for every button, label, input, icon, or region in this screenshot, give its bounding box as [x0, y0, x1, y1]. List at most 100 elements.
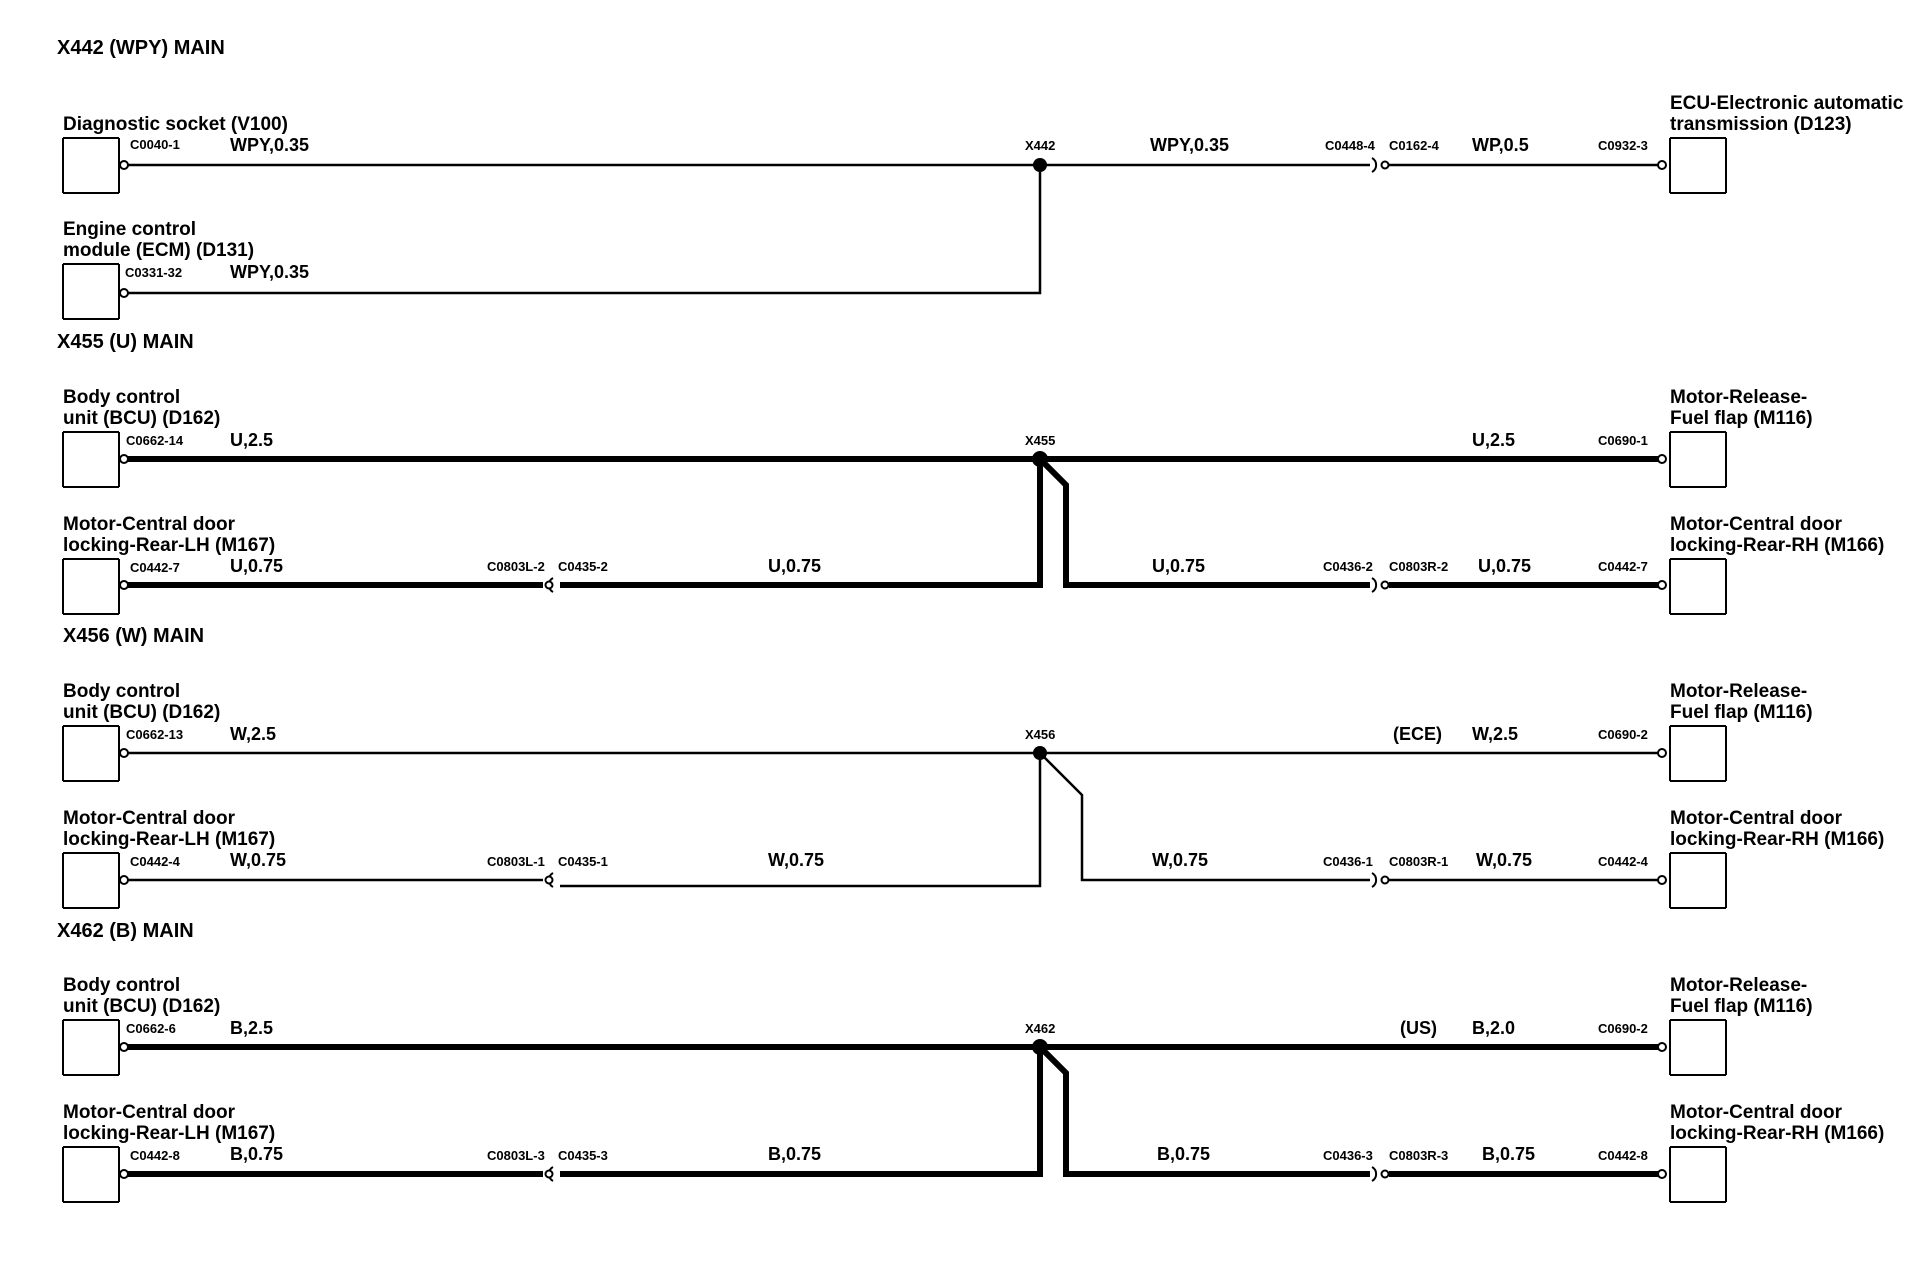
inline-connector-pin: [1380, 580, 1390, 590]
component-label: Motor-Central door: [1670, 514, 1843, 535]
component-label: Motor-Central door: [63, 514, 236, 535]
inline-connector-label: C0162-4: [1389, 138, 1440, 153]
connector-pin: [1657, 1042, 1667, 1052]
inline-connector-label: C0448-4: [1325, 138, 1376, 153]
component-label: Motor-Release-: [1670, 387, 1807, 408]
wire-label: U,2.5: [1472, 430, 1515, 450]
section-x456: X456 (W) MAIN Body control unit (BCU) (D…: [62, 625, 1884, 909]
wire-label: U,0.75: [230, 556, 283, 576]
wire: [560, 753, 1042, 888]
component-label: Fuel flap (M116): [1670, 996, 1813, 1017]
connector-pin: [1657, 160, 1667, 170]
connector-pin: [119, 748, 129, 758]
wire-label: U,0.75: [768, 556, 821, 576]
connector-pin: [119, 454, 129, 464]
inline-connector-pin: [1380, 160, 1390, 170]
inline-connector-label: C0436-1: [1323, 854, 1373, 869]
component-label: Engine control: [63, 219, 196, 240]
component-label: Fuel flap (M116): [1670, 702, 1813, 723]
wire-label: W,0.75: [230, 850, 286, 870]
component-label: unit (BCU) (D162): [63, 702, 220, 723]
inline-connector-pin: [544, 580, 554, 590]
component-label: Diagnostic socket (V100): [63, 114, 288, 135]
component-box: [62, 1146, 120, 1203]
wire-label: U,0.75: [1152, 556, 1205, 576]
splice-label: X456: [1025, 727, 1055, 742]
inline-connector-label: C0435-2: [558, 559, 608, 574]
inline-connector-pin: [544, 875, 554, 885]
component-label: Motor-Central door: [63, 1102, 236, 1123]
connector-pin: [1657, 875, 1667, 885]
connector-pin: [1657, 580, 1667, 590]
inline-connector-label: C0435-1: [558, 854, 608, 869]
wire-label: WPY,0.35: [230, 135, 309, 155]
component-box: [62, 725, 120, 782]
wire: [128, 165, 1042, 295]
section-title: X462 (B) MAIN: [57, 920, 194, 942]
component-label: locking-Rear-LH (M167): [63, 1123, 275, 1144]
pin-label: C0662-14: [126, 433, 184, 448]
component-box: [1669, 1019, 1727, 1076]
component-box: [62, 1019, 120, 1076]
component-box: [1669, 725, 1727, 782]
connector-pin: [119, 875, 129, 885]
inline-connector-label: C0436-2: [1323, 559, 1373, 574]
inline-connector: [1371, 157, 1378, 173]
inline-connector: [1371, 872, 1378, 888]
pin-label: C0690-2: [1598, 727, 1648, 742]
component-box: [62, 431, 120, 488]
component-box: [62, 137, 120, 194]
pin-label: C0331-32: [125, 265, 182, 280]
component-box: [1669, 431, 1727, 488]
inline-connector-pin: [544, 1169, 554, 1179]
section-title: X456 (W) MAIN: [63, 625, 204, 647]
pin-label: C0442-8: [130, 1148, 180, 1163]
wire: [1037, 1044, 1370, 1177]
inline-connector-label: C0436-3: [1323, 1148, 1373, 1163]
wire-label: B,0.75: [1157, 1144, 1210, 1164]
component-box: [1669, 137, 1727, 194]
wire-label: U,2.5: [230, 430, 273, 450]
component-label: Motor-Central door: [1670, 1102, 1843, 1123]
component-label: Motor-Central door: [63, 808, 236, 829]
component-label: locking-Rear-RH (M166): [1670, 535, 1884, 556]
wire: [560, 1047, 1043, 1177]
component-box: [62, 558, 120, 615]
splice-label: X455: [1025, 433, 1055, 448]
wire: [1039, 752, 1370, 882]
section-x462: X462 (B) MAIN Body control unit (BCU) (D…: [57, 920, 1884, 1203]
wire-label: W,2.5: [230, 724, 276, 744]
pin-label: C0662-6: [126, 1021, 176, 1036]
wire-label: B,2.0: [1472, 1018, 1515, 1038]
wire: [560, 459, 1043, 588]
component-label: Motor-Release-: [1670, 681, 1807, 702]
wire-label: W,0.75: [1476, 850, 1532, 870]
component-label: Body control: [63, 975, 180, 996]
pin-label: C0442-4: [130, 854, 181, 869]
component-label: Body control: [63, 387, 180, 408]
component-label: Motor-Central door: [1670, 808, 1843, 829]
wire-label: WP,0.5: [1472, 135, 1529, 155]
wire-label: WPY,0.35: [1150, 135, 1229, 155]
inline-connector-label: C0803R-1: [1389, 854, 1448, 869]
inline-connector: [1371, 577, 1378, 593]
component-box: [62, 852, 120, 909]
wire-label: B,0.75: [768, 1144, 821, 1164]
component-box: [1669, 852, 1727, 909]
component-label: unit (BCU) (D162): [63, 996, 220, 1017]
inline-connector-label: C0803L-1: [487, 854, 545, 869]
pin-label: C0040-1: [130, 137, 180, 152]
component-box: [1669, 558, 1727, 615]
inline-connector-label: C0803R-2: [1389, 559, 1448, 574]
pin-label: C0442-7: [130, 560, 180, 575]
inline-connector-label: C0803L-2: [487, 559, 545, 574]
component-label: locking-Rear-LH (M167): [63, 829, 275, 850]
wire-label: U,0.75: [1478, 556, 1531, 576]
connector-pin: [119, 288, 129, 298]
inline-connector-pin: [1380, 1169, 1390, 1179]
inline-connector-label: C0803L-3: [487, 1148, 545, 1163]
wire: [1037, 456, 1370, 588]
wire-label: W,0.75: [768, 850, 824, 870]
inline-connector-label: C0435-3: [558, 1148, 608, 1163]
